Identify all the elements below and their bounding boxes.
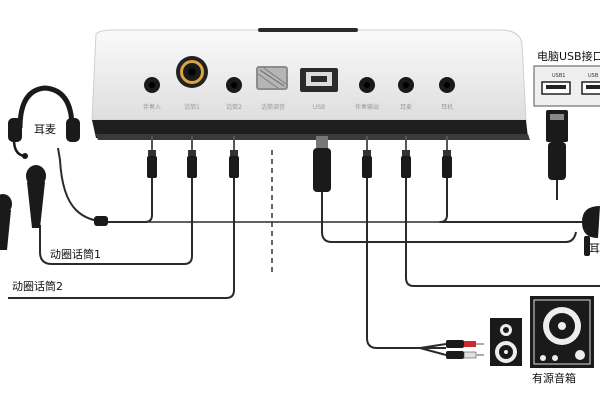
cable-usb — [321, 192, 577, 243]
port-label: 伴奏输出 — [355, 103, 379, 111]
rca-plugs — [419, 340, 484, 359]
headset-label: 耳麦 — [34, 123, 56, 136]
port-label: 话筒调音 — [261, 103, 285, 111]
speakers-label: 有源音箱 — [532, 371, 576, 385]
port-labels: 伴奏入 话筒1 话筒2 话筒调音 USB 伴奏输出 耳麦 耳机 — [143, 103, 453, 111]
port-jack-7[interactable] — [398, 77, 414, 93]
plug-jack-3 — [229, 136, 239, 178]
earphone-label: 耳 — [589, 242, 600, 255]
cable-headset — [57, 147, 153, 223]
mic-gain-knob[interactable] — [256, 66, 288, 90]
port-jack-6[interactable] — [359, 77, 375, 93]
port-label: 话筒1 — [184, 103, 200, 111]
mic1-label: 动圈话筒1 — [50, 247, 101, 261]
plug-jack-combo — [187, 136, 197, 178]
port-combo-jack[interactable] — [176, 56, 208, 88]
speaker-icon — [490, 318, 522, 366]
usb-computer-label: 电脑USB接口 — [537, 50, 600, 63]
port-label: 耳机 — [441, 103, 453, 111]
computer-usb-ports: USB1 USB — [533, 65, 600, 107]
cable-speaker-1 — [366, 178, 446, 349]
microphone-icon — [26, 165, 46, 228]
earphone-icon — [582, 206, 600, 256]
usb2-label: USB — [588, 73, 599, 79]
usb1-label: USB1 — [552, 73, 565, 79]
cable-speaker-2 — [405, 178, 600, 287]
port-label: 话筒2 — [226, 103, 242, 111]
port-label: 伴奏入 — [143, 103, 161, 111]
port-label: 耳麦 — [400, 103, 412, 111]
plug-jack-8 — [442, 136, 452, 178]
usb-a-plug — [546, 110, 568, 200]
speaker-icon — [530, 296, 594, 368]
port-jack-1[interactable] — [144, 77, 160, 93]
plug-jack-6 — [362, 136, 372, 178]
plug-usb-b — [313, 136, 331, 192]
microphone-icon — [0, 194, 12, 250]
usb-b-port[interactable] — [300, 68, 338, 92]
port-jack-8[interactable] — [439, 77, 455, 93]
plugs — [147, 136, 452, 192]
cable-earphone — [439, 178, 585, 223]
cable-mic2 — [8, 178, 235, 299]
port-jack-3[interactable] — [226, 77, 242, 93]
headset-icon — [8, 85, 108, 226]
plug-jack-1 — [147, 136, 157, 178]
cable-mic1 — [39, 178, 193, 265]
mic2-label: 动圈话筒2 — [12, 279, 63, 293]
port-label: USB — [313, 104, 325, 111]
plug-jack-7 — [401, 136, 411, 178]
cables — [8, 147, 600, 349]
device-ports — [144, 56, 455, 93]
